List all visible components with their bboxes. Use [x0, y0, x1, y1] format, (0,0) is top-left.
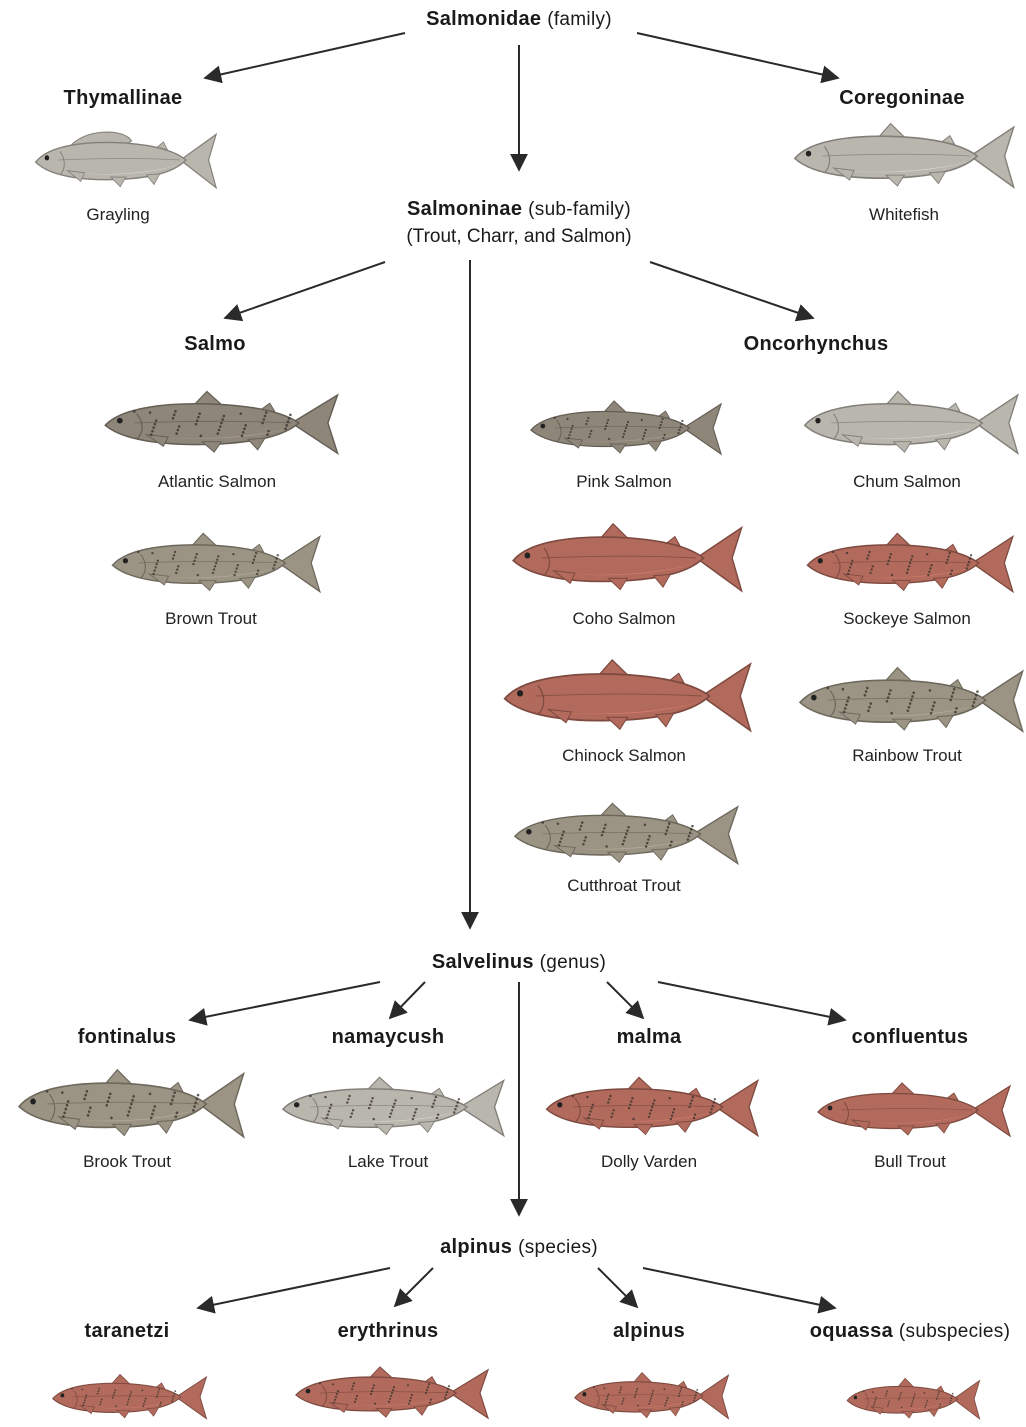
arrow-salvelinus-confluentus — [658, 982, 845, 1020]
node-salmoninae-note: (Trout, Charr, and Salmon) — [406, 226, 631, 248]
node-taranetzi: taranetzi — [85, 1320, 170, 1343]
node-name: Salmoninae — [407, 198, 522, 220]
dolly-varden-illustration — [540, 1074, 760, 1140]
arrow-alpinus-taranetzi — [198, 1268, 390, 1308]
erythrinus-illustration — [290, 1364, 490, 1422]
fish-shape — [12, 1066, 246, 1142]
chum-salmon-illustration — [798, 388, 1020, 458]
fish-shape — [98, 388, 340, 458]
caption-chum-salmon: Chum Salmon — [853, 472, 961, 492]
node-qualifier: (genus) — [540, 952, 607, 973]
arrow-salmoninae-oncorhynchus — [650, 262, 813, 318]
caption-lake-trout: Lake Trout — [348, 1152, 428, 1172]
brook-trout-illustration — [12, 1066, 246, 1142]
fish-shape — [570, 1370, 730, 1422]
fish-shape — [798, 388, 1020, 458]
node-qualifier: (family) — [547, 9, 612, 30]
rainbow-trout-illustration — [793, 664, 1025, 736]
arrow-alpinus-oquassa — [643, 1268, 835, 1308]
fish-shape — [812, 1080, 1012, 1140]
node-oncorhynchus: Oncorhynchus — [744, 333, 889, 356]
node-salmo: Salmo — [184, 333, 246, 356]
node-oquassa: oquassa (subspecies) — [810, 1320, 1010, 1343]
chinock-salmon-illustration — [497, 656, 753, 736]
caption-whitefish: Whitefish — [869, 205, 939, 225]
caption-brook-trout: Brook Trout — [83, 1152, 171, 1172]
fish-shape — [506, 520, 744, 596]
node-salvelinus: Salvelinus (genus) — [432, 951, 606, 974]
node-name: Salvelinus — [432, 951, 534, 973]
taranetzi-illustration — [48, 1372, 208, 1422]
whitefish-illustration — [788, 120, 1016, 192]
caption-bull-trout: Bull Trout — [874, 1152, 946, 1172]
node-qualifier: (sub-family) — [528, 199, 631, 220]
node-name: oquassa — [810, 1320, 893, 1342]
node-alpinus-subspecies: alpinus — [613, 1320, 685, 1343]
fish-shape — [793, 664, 1025, 736]
lake-trout-illustration — [276, 1074, 506, 1140]
grayling-illustration — [30, 128, 218, 192]
caption-brown-trout: Brown Trout — [165, 609, 257, 629]
fish-shape — [540, 1074, 760, 1140]
fish-shape — [843, 1376, 981, 1422]
cutthroat-trout-illustration — [508, 800, 740, 868]
fish-shape — [801, 530, 1015, 596]
arrow-salmonidae-thymallinae — [205, 33, 405, 78]
caption-dolly-varden: Dolly Varden — [601, 1152, 697, 1172]
fish-shape — [30, 128, 218, 192]
brown-trout-illustration — [106, 530, 322, 596]
node-qualifier: (subspecies) — [899, 1321, 1010, 1342]
fish-shape — [497, 656, 753, 736]
caption-cutthroat-trout: Cutthroat Trout — [567, 876, 680, 896]
coho-salmon-illustration — [506, 520, 744, 596]
node-name: Salmonidae — [426, 8, 541, 30]
node-confluentus: confluentus — [852, 1026, 969, 1049]
arrow-salvelinus-namaycush — [390, 982, 425, 1018]
caption-chinock-salmon: Chinock Salmon — [562, 746, 686, 766]
fish-shape — [508, 800, 740, 868]
node-salmonidae: Salmonidae (family) — [426, 8, 612, 31]
caption-coho-salmon: Coho Salmon — [572, 609, 675, 629]
caption-grayling: Grayling — [86, 205, 149, 225]
arrow-alpinus-alpinus — [598, 1268, 637, 1307]
caption-rainbow-trout: Rainbow Trout — [852, 746, 962, 766]
node-name: alpinus — [440, 1236, 512, 1258]
alpinus-illustration — [570, 1370, 730, 1422]
fish-shape — [290, 1364, 490, 1422]
fish-shape — [48, 1372, 208, 1422]
arrow-salvelinus-malma — [607, 982, 643, 1018]
node-thymallinae: Thymallinae — [64, 87, 183, 110]
node-coregoninae: Coregoninae — [839, 87, 965, 110]
bull-trout-illustration — [812, 1080, 1012, 1140]
fish-shape — [788, 120, 1016, 192]
sockeye-salmon-illustration — [801, 530, 1015, 596]
arrow-salmonidae-coregoninae — [637, 33, 838, 78]
arrow-salvelinus-fontinalus — [190, 982, 380, 1020]
fish-shape — [276, 1074, 506, 1140]
caption-sockeye-salmon: Sockeye Salmon — [843, 609, 971, 629]
arrow-salmoninae-salmo — [225, 262, 385, 318]
node-qualifier: (species) — [518, 1237, 598, 1258]
oquassa-illustration — [843, 1376, 981, 1422]
node-malma: malma — [617, 1026, 682, 1049]
caption-atlantic-salmon: Atlantic Salmon — [158, 472, 276, 492]
fish-shape — [525, 398, 723, 458]
atlantic-salmon-illustration — [98, 388, 340, 458]
caption-pink-salmon: Pink Salmon — [576, 472, 671, 492]
node-salmoninae: Salmoninae (sub-family) — [407, 198, 631, 221]
pink-salmon-illustration — [525, 398, 723, 458]
node-erythrinus: erythrinus — [338, 1320, 439, 1343]
fish-shape — [106, 530, 322, 596]
arrow-alpinus-erythrinus — [395, 1268, 433, 1306]
node-namaycush: namaycush — [332, 1026, 445, 1049]
node-alpinus-species: alpinus (species) — [440, 1236, 598, 1259]
node-fontinalus: fontinalus — [78, 1026, 177, 1049]
